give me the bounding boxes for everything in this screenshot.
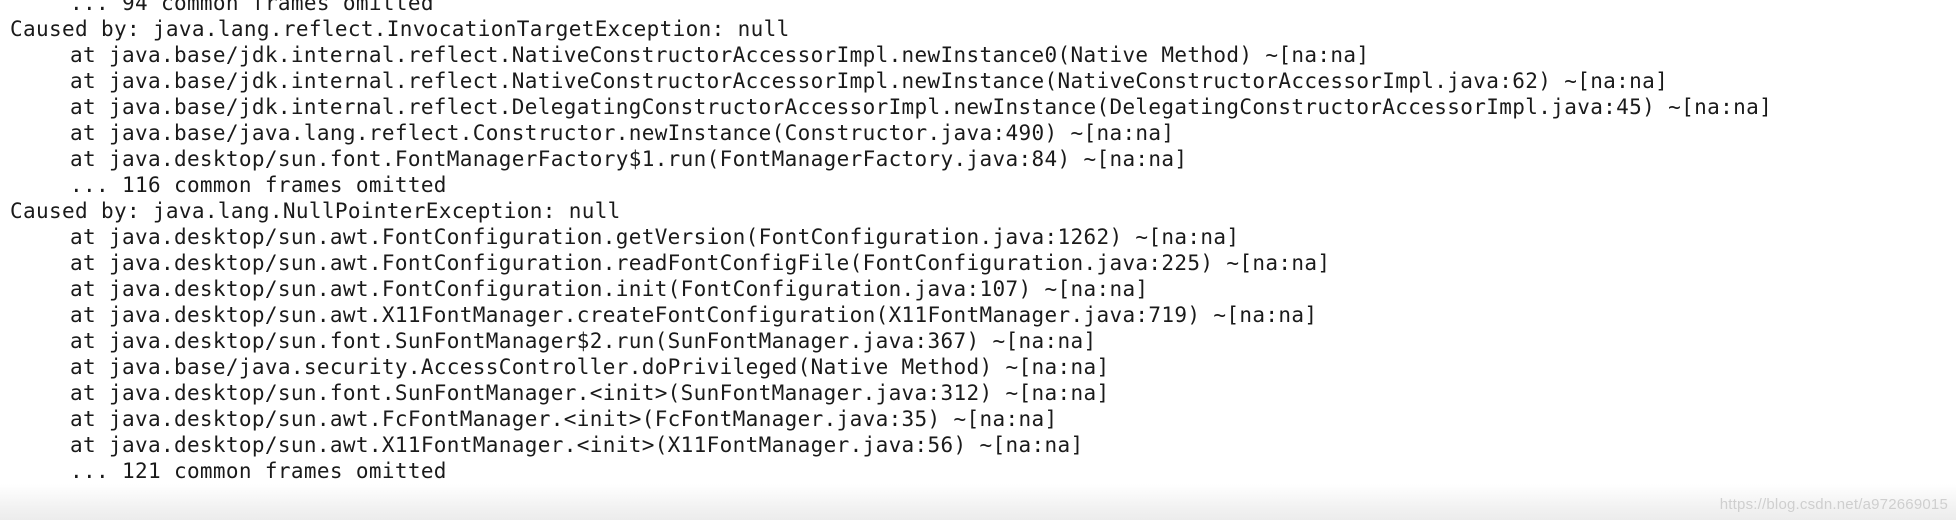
stack-frame-line: at java.base/jdk.internal.reflect.Native… <box>10 68 1772 94</box>
line-text: Caused by: java.lang.NullPointerExceptio… <box>10 199 621 223</box>
line-text: at java.desktop/sun.awt.X11FontManager.c… <box>70 303 1318 327</box>
line-text: Caused by: java.lang.reflect.InvocationT… <box>10 17 790 41</box>
stack-frame-line: at java.desktop/sun.font.SunFontManager.… <box>10 380 1772 406</box>
line-text: at java.desktop/sun.awt.X11FontManager.<… <box>70 433 1084 457</box>
stack-frame-line: at java.base/jdk.internal.reflect.Native… <box>10 42 1772 68</box>
line-text: ... 121 common frames omitted <box>70 459 447 483</box>
bottom-shadow <box>0 484 1956 520</box>
line-text: at java.desktop/sun.font.SunFontManager.… <box>70 381 1110 405</box>
line-text: at java.base/java.lang.reflect.Construct… <box>70 121 1175 145</box>
watermark-text: https://blog.csdn.net/a972669015 <box>1719 496 1948 513</box>
stack-frame-line: at java.desktop/sun.font.SunFontManager$… <box>10 328 1772 354</box>
line-text: at java.base/jdk.internal.reflect.Native… <box>70 69 1669 93</box>
frames-omitted-line: ... 121 common frames omitted <box>10 458 1772 484</box>
stack-frame-line: at java.desktop/sun.awt.FontConfiguratio… <box>10 250 1772 276</box>
stack-frame-line: at java.desktop/sun.awt.X11FontManager.<… <box>10 432 1772 458</box>
stack-frame-line: at java.desktop/sun.awt.FontConfiguratio… <box>10 224 1772 250</box>
line-text: at java.base/jdk.internal.reflect.Native… <box>70 43 1370 67</box>
stack-frame-line: at java.desktop/sun.font.FontManagerFact… <box>10 146 1772 172</box>
frames-omitted-line: ... 94 common frames omitted <box>10 0 1772 16</box>
stack-frame-line: at java.base/java.security.AccessControl… <box>10 354 1772 380</box>
stack-frame-line: at java.base/java.lang.reflect.Construct… <box>10 120 1772 146</box>
stack-frame-line: at java.desktop/sun.awt.FontConfiguratio… <box>10 276 1772 302</box>
line-text: at java.base/jdk.internal.reflect.Delega… <box>70 95 1773 119</box>
line-text: at java.desktop/sun.awt.FontConfiguratio… <box>70 251 1331 275</box>
line-text: at java.desktop/sun.awt.FontConfiguratio… <box>70 277 1149 301</box>
caused-by-line: Caused by: java.lang.reflect.InvocationT… <box>10 16 1772 42</box>
line-text: ... 94 common frames omitted <box>70 0 434 15</box>
stack-frame-line: at java.desktop/sun.awt.FcFontManager.<i… <box>10 406 1772 432</box>
line-text: at java.desktop/sun.awt.FcFontManager.<i… <box>70 407 1058 431</box>
line-text: at java.desktop/sun.awt.FontConfiguratio… <box>70 225 1240 249</box>
line-text: at java.base/java.security.AccessControl… <box>70 355 1110 379</box>
line-text: at java.desktop/sun.font.FontManagerFact… <box>70 147 1188 171</box>
caused-by-line: Caused by: java.lang.NullPointerExceptio… <box>10 198 1772 224</box>
line-text: at java.desktop/sun.font.SunFontManager$… <box>70 329 1097 353</box>
stack-frame-line: at java.desktop/sun.awt.X11FontManager.c… <box>10 302 1772 328</box>
line-text: ... 116 common frames omitted <box>70 173 447 197</box>
frames-omitted-line: ... 116 common frames omitted <box>10 172 1772 198</box>
stack-frame-line: at java.base/jdk.internal.reflect.Delega… <box>10 94 1772 120</box>
